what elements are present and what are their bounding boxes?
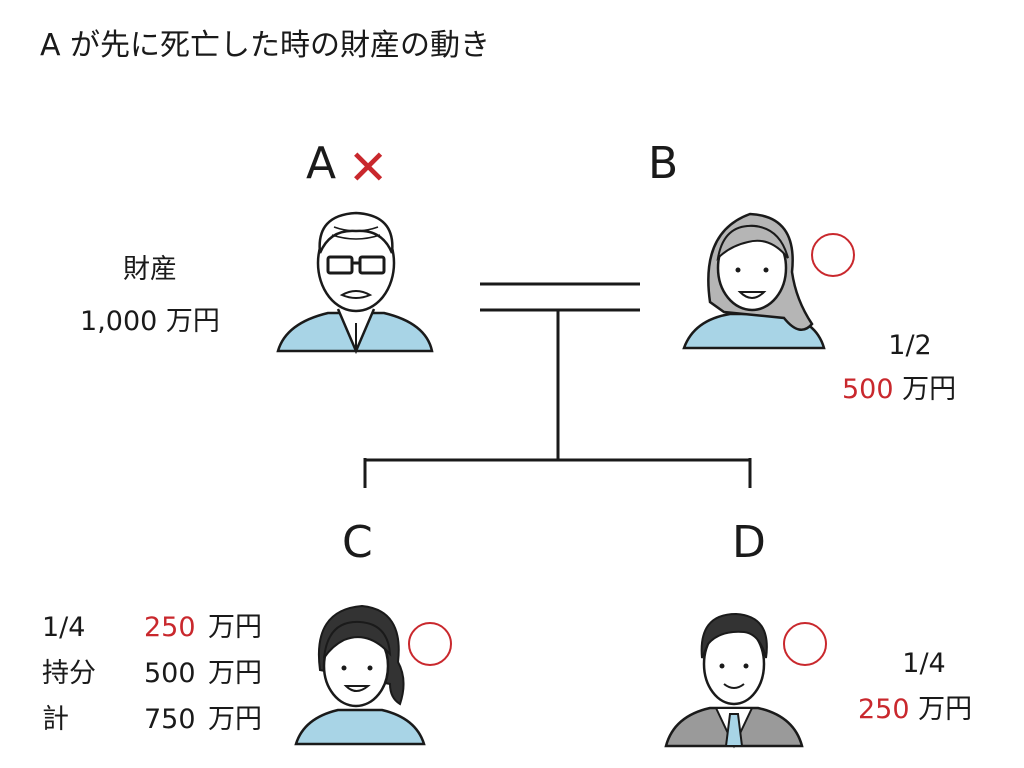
breakdown-row-value: 500 — [144, 658, 196, 689]
breakdown-row-name: 持分 — [42, 658, 96, 689]
breakdown-row-unit: 万円 — [208, 704, 262, 735]
person-a-avatar — [276, 211, 434, 355]
person-b-amount-value: 500 — [842, 374, 894, 405]
person-d-amount-value: 250 — [858, 694, 910, 725]
person-c-avatar — [294, 604, 426, 746]
page-title: A が先に死亡した時の財産の動き — [40, 28, 491, 63]
person-b-label: B — [648, 138, 679, 189]
person-d-share: 1/4 — [902, 648, 946, 679]
breakdown-row-name: 1/4 — [42, 612, 86, 643]
breakdown-row: 1/4 250 万円 — [42, 610, 292, 656]
breakdown-row-value: 250 — [144, 612, 196, 643]
person-d-amount-unit: 万円 — [918, 694, 973, 725]
breakdown-row-value: 750 — [144, 704, 196, 735]
person-c-breakdown: 1/4 250 万円 持分 500 万円 計 750 万円 — [42, 610, 292, 748]
person-b-share: 1/2 — [888, 330, 932, 361]
breakdown-row-unit: 万円 — [208, 658, 262, 689]
person-b-amount: 500 万円 — [842, 372, 956, 408]
person-a-label: A — [306, 138, 337, 189]
breakdown-row: 計 750 万円 — [42, 702, 292, 748]
breakdown-row-unit: 万円 — [208, 612, 262, 643]
estate-label: 財産 — [123, 254, 177, 285]
estate-amount: 1,000 万円 — [80, 306, 220, 337]
deceased-cross-icon: ✕ — [348, 140, 389, 196]
person-b-avatar — [682, 212, 826, 350]
heir-circle-icon — [408, 622, 452, 666]
heir-circle-icon — [783, 622, 827, 666]
breakdown-row-name: 計 — [42, 704, 69, 735]
breakdown-row: 持分 500 万円 — [42, 656, 292, 702]
person-c-label: C — [342, 517, 373, 568]
person-d-amount: 250 万円 — [858, 692, 972, 728]
person-d-avatar — [664, 612, 804, 749]
person-d-label: D — [732, 517, 766, 568]
heir-circle-icon — [811, 233, 855, 277]
person-b-amount-unit: 万円 — [902, 374, 957, 405]
